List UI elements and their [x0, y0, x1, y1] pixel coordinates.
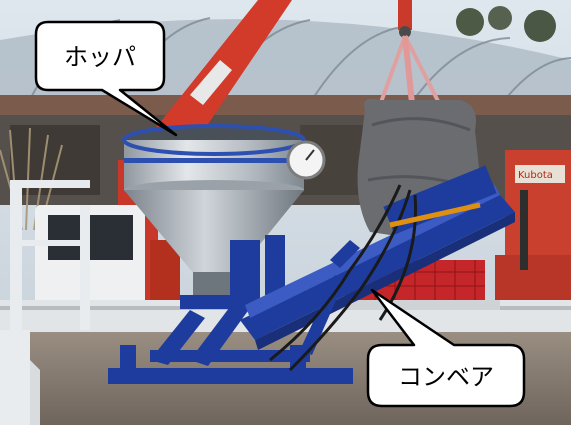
- orange-pipe: [389, 202, 481, 228]
- hopper-callout-label: ホッパ: [64, 43, 136, 71]
- conveyor-callout-label: コンベア: [398, 363, 494, 391]
- conveyor-frame: [108, 165, 515, 384]
- conveyor-callout: コンベア: [366, 288, 526, 408]
- hopper-callout: ホッパ: [34, 20, 178, 137]
- svg-text:Kubota: Kubota: [518, 170, 553, 181]
